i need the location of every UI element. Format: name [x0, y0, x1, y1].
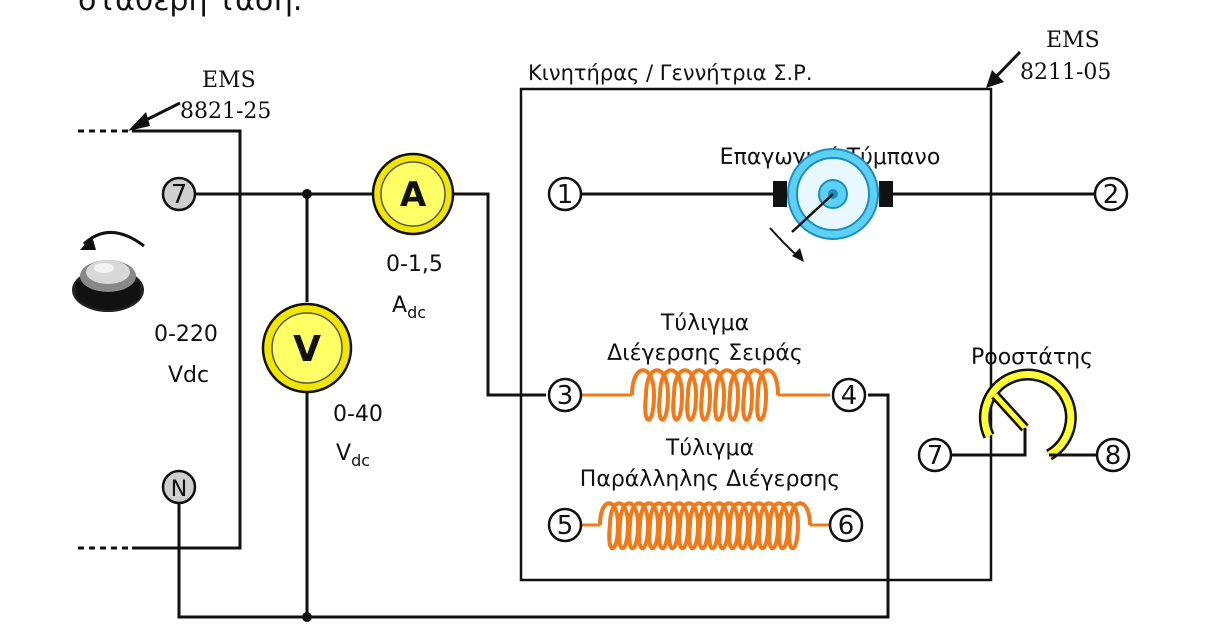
rheostat-label: Ροοστάτης	[971, 345, 1093, 370]
knob-icon[interactable]	[72, 231, 145, 312]
svg-text:N: N	[171, 477, 187, 502]
supply-unit: Vdc	[168, 363, 209, 388]
series-winding-label-2: Διέγερσης Σειράς	[607, 341, 803, 366]
armature-symbol	[769, 148, 893, 262]
supply-terminal-7[interactable]: 7	[161, 176, 197, 212]
terminal-8-rheostat[interactable]: 8	[1095, 437, 1131, 473]
shunt-winding-label-2: Παράλληλης Διέγερσης	[580, 467, 840, 492]
terminal-6[interactable]: 6	[828, 507, 864, 543]
ammeter: A	[371, 152, 455, 236]
terminal-5[interactable]: 5	[547, 507, 583, 543]
supply-range: 0-220	[154, 322, 218, 347]
terminal-7-rheostat[interactable]: 7	[917, 437, 953, 473]
svg-text:7: 7	[171, 180, 188, 210]
series-winding-label-1: Τύλιγμα	[660, 311, 749, 336]
ammeter-range: 0-1,5	[386, 252, 443, 277]
svg-text:6: 6	[838, 511, 855, 541]
svg-text:1: 1	[557, 180, 574, 210]
supply-bracket	[132, 129, 242, 550]
shunt-coil	[598, 501, 812, 550]
voltmeter-unit: Vdc	[336, 441, 370, 470]
ems-arrowhead-right	[986, 70, 1004, 88]
motor-box-title: Κινητήρας / Γεννήτρια Σ.Ρ.	[528, 61, 813, 85]
svg-text:3: 3	[557, 381, 574, 411]
terminal-3[interactable]: 3	[547, 377, 583, 413]
terminal-4[interactable]: 4	[831, 377, 867, 413]
svg-text:8: 8	[1105, 441, 1122, 471]
ammeter-symbol: A	[400, 175, 427, 215]
series-coil	[630, 368, 780, 422]
motor-box	[519, 87, 993, 582]
voltmeter-range: 0-40	[333, 402, 383, 427]
ems-label-right: EMS	[1046, 28, 1100, 53]
ems-arrowhead-left	[128, 112, 150, 131]
top-caption: σταθερή τάση.	[78, 0, 302, 18]
terminal-1[interactable]: 1	[547, 176, 583, 212]
shunt-winding-label-1: Τύλιγμα	[665, 436, 754, 461]
svg-text:4: 4	[841, 381, 858, 411]
ems-label-left: EMS	[202, 68, 256, 93]
supply-terminal-n[interactable]: N	[161, 469, 197, 505]
ems-code-right: 8211-05	[1020, 60, 1111, 85]
rheostat-symbol	[951, 368, 1097, 461]
svg-text:5: 5	[557, 511, 574, 541]
voltmeter: V	[261, 302, 353, 394]
svg-text:2: 2	[1103, 180, 1120, 210]
voltmeter-symbol: V	[293, 329, 321, 370]
svg-text:7: 7	[927, 441, 944, 471]
wire-n-to-return	[177, 393, 890, 619]
terminal-2[interactable]: 2	[1093, 176, 1129, 212]
wire-ammeter-to-3	[454, 192, 546, 397]
ammeter-unit: Adc	[392, 293, 426, 322]
ems-code-left: 8821-25	[180, 99, 271, 124]
